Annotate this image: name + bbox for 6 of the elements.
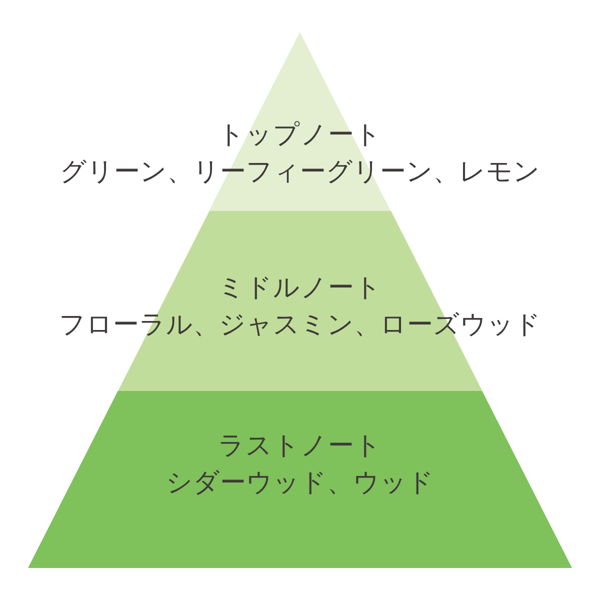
tier-title: ミドルノート: [218, 272, 382, 305]
tier-title: ラストノート: [218, 430, 382, 463]
tier-notes: グリーン、リーフィーグリーン、レモン: [60, 156, 540, 189]
tier-title: トップノート: [218, 119, 382, 152]
tier-notes: シダーウッド、ウッド: [166, 467, 434, 500]
pyramid-tier: [28, 391, 572, 568]
